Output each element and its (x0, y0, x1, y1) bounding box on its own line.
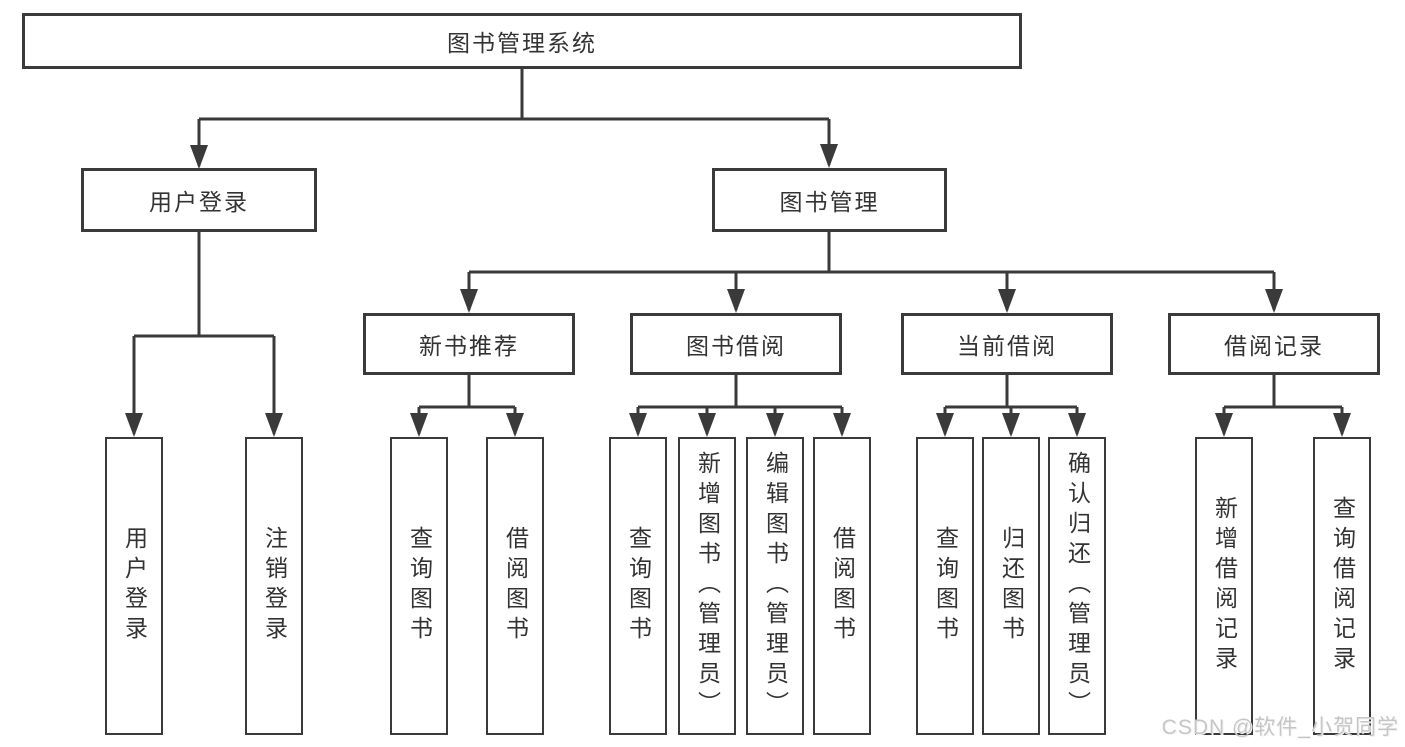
arrowheads-level3 (460, 289, 1283, 313)
node-book-borrowing: 图书借阅 (630, 313, 842, 375)
leaf-label: 确认归还（管理员） (1064, 451, 1091, 721)
arrowheads-current-borrowing (936, 413, 1086, 437)
leaf-borrowing-add-books-admin: 新增图书（管理员） (678, 437, 736, 735)
leaf-current-query-books: 查询图书 (916, 437, 974, 735)
node-label: 用户登录 (149, 189, 249, 215)
node-label: 新书推荐 (419, 333, 519, 359)
leaf-label: 借阅图书 (829, 526, 856, 646)
leaf-recommend-query-books: 查询图书 (390, 437, 448, 735)
arrowheads-user-login-leaves (125, 413, 283, 437)
leaf-recommend-borrow-books: 借阅图书 (486, 437, 544, 735)
leaf-current-confirm-return-admin: 确认归还（管理员） (1048, 437, 1106, 735)
node-borrow-records: 借阅记录 (1168, 313, 1380, 375)
connector-root-to-level2 (197, 69, 831, 166)
leaf-borrowing-query-books: 查询图书 (609, 437, 667, 735)
connector-book-mgmt-to-level3 (467, 232, 1276, 310)
leaf-label: 查询图书 (406, 526, 433, 646)
csdn-watermark: CSDN @软件_小贺同学 (1161, 716, 1399, 739)
leaf-current-return-books: 归还图书 (982, 437, 1040, 735)
node-label: 借阅记录 (1224, 333, 1324, 359)
node-current-borrowing: 当前借阅 (901, 313, 1113, 375)
leaf-records-add-record: 新增借阅记录 (1195, 437, 1253, 735)
node-book-management: 图书管理 (712, 168, 947, 232)
arrowheads-borrow-records (1215, 413, 1351, 437)
leaf-label: 注销登录 (261, 526, 288, 646)
node-label: 图书借阅 (686, 333, 786, 359)
node-label: 当前借阅 (957, 333, 1057, 359)
leaf-label: 新增图书（管理员） (694, 451, 721, 721)
connector-book-borrowing-to-leaves (636, 375, 844, 434)
leaf-logout-login: 注销登录 (245, 437, 303, 735)
node-label: 图书管理系统 (447, 30, 597, 56)
arrowheads-new-book-recommend (410, 413, 524, 437)
leaf-label: 归还图书 (998, 526, 1025, 646)
leaf-label: 查询借阅记录 (1329, 496, 1356, 676)
node-library-system: 图书管理系统 (22, 13, 1022, 69)
connector-new-book-recommend-to-leaves (417, 375, 517, 434)
connector-user-login-to-leaves (132, 232, 276, 434)
leaf-records-query-record: 查询借阅记录 (1313, 437, 1371, 735)
node-user-login: 用户登录 (81, 168, 317, 232)
leaf-borrowing-borrow-books: 借阅图书 (813, 437, 871, 735)
node-label: 图书管理 (779, 189, 880, 215)
leaf-user-login: 用户登录 (105, 437, 163, 735)
connector-borrow-records-to-leaves (1222, 375, 1344, 434)
leaf-label: 借阅图书 (502, 526, 529, 646)
leaf-label: 用户登录 (121, 526, 148, 646)
connector-current-borrowing-to-leaves (943, 375, 1079, 434)
leaf-borrowing-edit-books-admin: 编辑图书（管理员） (746, 437, 804, 735)
arrowheads-level2 (190, 144, 838, 169)
leaf-label: 查询图书 (932, 526, 959, 646)
leaf-label: 编辑图书（管理员） (762, 451, 789, 721)
leaf-label: 查询图书 (625, 526, 652, 646)
node-new-book-recommend: 新书推荐 (363, 313, 575, 375)
leaf-label: 新增借阅记录 (1211, 496, 1238, 676)
arrowheads-book-borrowing (629, 413, 851, 437)
